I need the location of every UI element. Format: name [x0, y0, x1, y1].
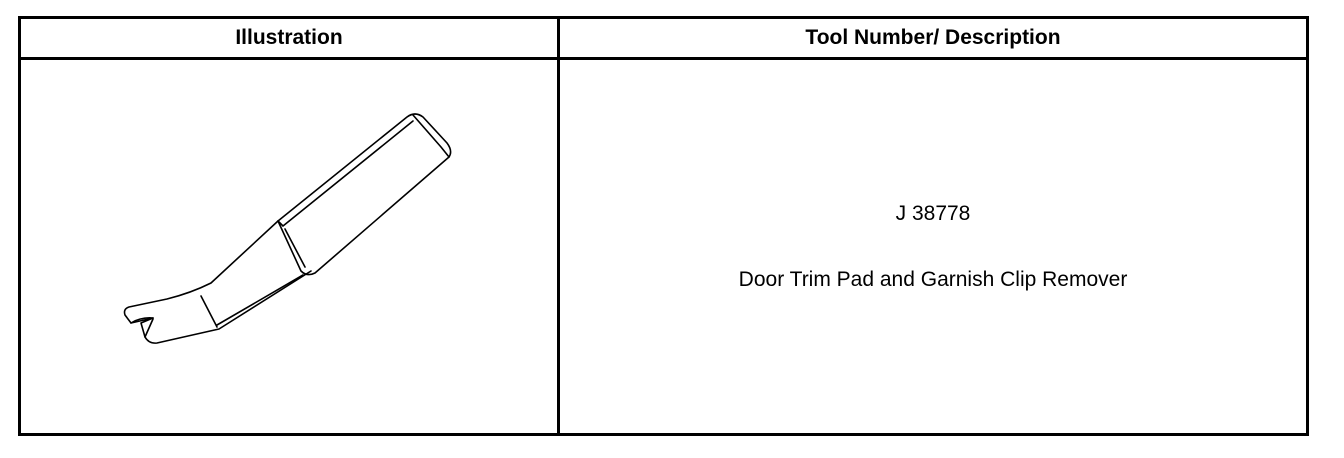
- table-header-row: Illustration Tool Number/ Description: [18, 16, 1309, 60]
- header-illustration: Illustration: [18, 16, 560, 60]
- trim-pad-clip-remover-tool-icon: [123, 112, 452, 344]
- tool-description: Door Trim Pad and Garnish Clip Remover: [738, 267, 1128, 291]
- tool-number: J 38778: [895, 201, 971, 225]
- special-tools-table: Illustration Tool Number/ Description: [18, 16, 1309, 436]
- header-tool-number-description: Tool Number/ Description: [557, 16, 1309, 60]
- table-row: J 38778 Door Trim Pad and Garnish Clip R…: [18, 57, 1309, 436]
- illustration-cell: [18, 57, 560, 436]
- tool-description-cell: J 38778 Door Trim Pad and Garnish Clip R…: [557, 57, 1309, 436]
